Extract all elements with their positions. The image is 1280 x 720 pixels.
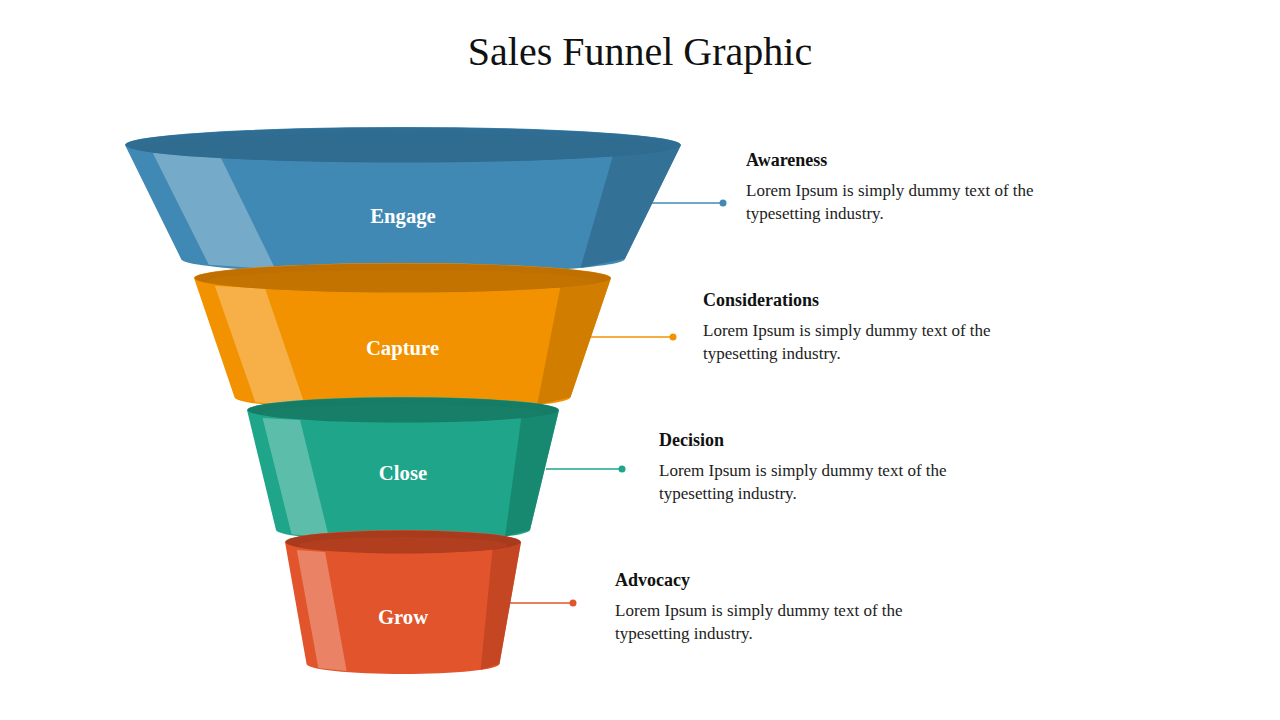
funnel-band: Grow (285, 530, 521, 675)
stage-name: Capture (194, 337, 611, 360)
stage-description: Lorem Ipsum is simply dummy text of the … (746, 179, 1096, 225)
band-shape (285, 530, 521, 675)
band-shape (125, 127, 681, 275)
funnel-band: Capture (194, 263, 611, 411)
stage-name: Close (247, 462, 559, 485)
stage-description: Lorem Ipsum is simply dummy text of the … (703, 319, 1053, 365)
stage-heading: Considerations (703, 290, 819, 311)
funnel-band: Close (247, 397, 559, 542)
stage-description: Lorem Ipsum is simply dummy text of the … (615, 599, 965, 645)
stage-heading: Decision (659, 430, 724, 451)
stage-heading: Advocacy (615, 570, 690, 591)
stage-name: Engage (125, 205, 681, 228)
stage-heading: Awareness (746, 150, 827, 171)
stage-name: Grow (285, 606, 521, 629)
stage-description: Lorem Ipsum is simply dummy text of the … (659, 459, 1009, 505)
slide-title: Sales Funnel Graphic (0, 28, 1280, 75)
funnel-band: Engage (125, 127, 681, 275)
